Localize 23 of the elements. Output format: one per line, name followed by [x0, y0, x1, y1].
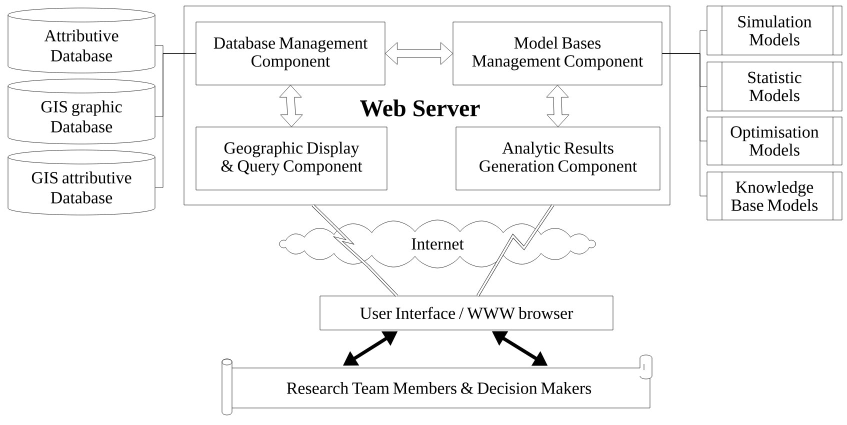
- model-box: Knowledge Base Models: [706, 172, 842, 220]
- database-cylinder: GIS graphic Database: [8, 78, 156, 144]
- database-cylinder: Attributive Database: [8, 8, 156, 74]
- database-cylinder: GIS attributive Database: [8, 150, 156, 216]
- lightning-link: [476, 265, 497, 296]
- model-box: Simulation Models: [706, 6, 842, 56]
- browser-box: User Interface / WWW browser: [320, 296, 614, 330]
- lightning-link: [367, 265, 398, 297]
- lightning-link: [312, 204, 334, 226]
- model-box: Optimisation Models: [706, 116, 842, 166]
- connector-line: [662, 53, 707, 196]
- hollow-arrow: [385, 42, 453, 65]
- hollow-arrow: [279, 85, 303, 127]
- scroll-banner: Research Team Members & Decision Makers: [222, 354, 652, 416]
- internet-cloud: Internet: [279, 220, 596, 268]
- component-box: Geographic Display & Query Component: [196, 126, 388, 190]
- model-box: Statistic Models: [706, 62, 842, 112]
- hollow-arrow: [546, 85, 570, 127]
- connector-line: [155, 53, 196, 188]
- component-box: Database Management Component: [196, 22, 386, 86]
- lightning-link: [538, 204, 554, 226]
- component-box: Model Bases Management Component: [452, 22, 662, 86]
- component-box: Analytic Results Generation Component: [456, 126, 660, 190]
